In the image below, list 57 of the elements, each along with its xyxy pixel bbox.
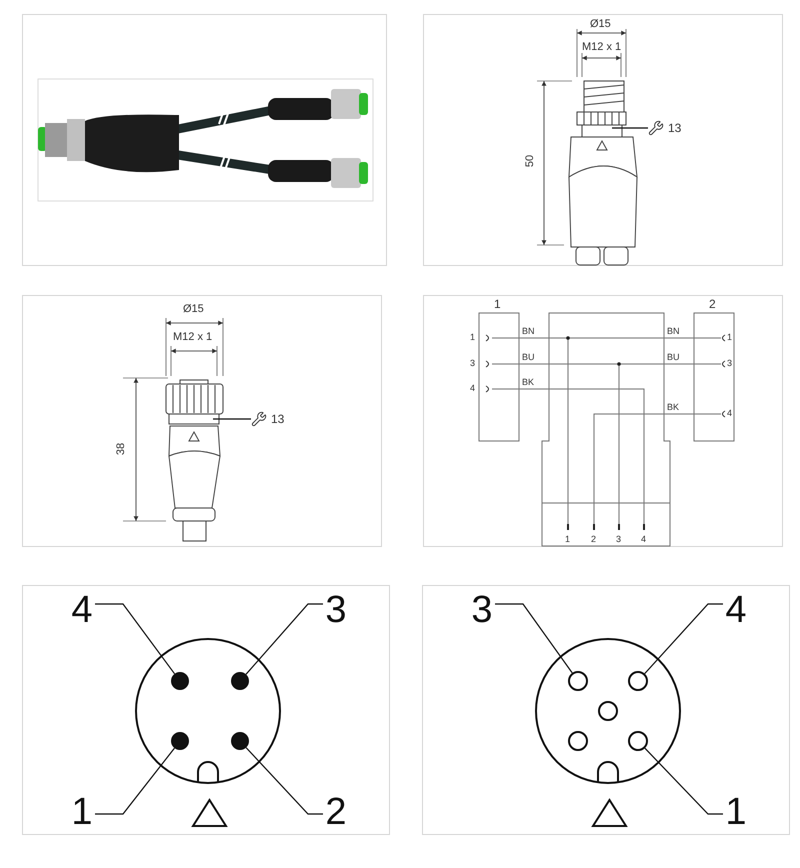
socket-contact xyxy=(628,731,648,751)
wire-label: 3 xyxy=(470,358,476,368)
wire-label: BK xyxy=(667,402,680,412)
leader-line xyxy=(246,747,323,815)
leader-line xyxy=(495,603,573,674)
dimension-label: M12 x 1 xyxy=(173,331,212,343)
wire-label: BN xyxy=(522,326,535,336)
wire-label: 4 xyxy=(470,383,476,393)
leader-line xyxy=(95,748,175,815)
dimension-label: Ø15 xyxy=(590,18,611,30)
connector-number: 1 xyxy=(494,297,501,311)
socket-contact xyxy=(628,671,648,691)
dimension-label: 50 xyxy=(524,154,536,168)
pin-number: 3 xyxy=(323,590,349,630)
dimension-label: M12 x 1 xyxy=(582,41,622,53)
pin-number: 4 xyxy=(69,590,95,630)
wrench-size: 13 xyxy=(668,121,682,135)
wire-label: 2 xyxy=(591,534,596,544)
wire-label: BN xyxy=(667,326,680,336)
drawing-panel xyxy=(22,14,387,266)
socket-contact xyxy=(568,731,588,751)
leader-line xyxy=(644,603,723,674)
wrench-size: 13 xyxy=(271,412,284,426)
leader-line xyxy=(246,603,323,675)
drawing-panel xyxy=(22,295,382,547)
pin-number: 2 xyxy=(323,792,349,832)
drawing-panel xyxy=(422,585,790,835)
connector-number: 2 xyxy=(709,297,716,311)
pin-contact xyxy=(231,672,249,690)
wire-label: 4 xyxy=(727,408,732,418)
leader-line xyxy=(644,748,723,815)
socket-contact xyxy=(568,671,588,691)
wire-label: 3 xyxy=(727,358,732,368)
dimension-label: 38 xyxy=(115,442,128,456)
socket-contact xyxy=(598,701,618,721)
leader-line xyxy=(612,127,648,129)
pin-number: 1 xyxy=(69,792,95,832)
dimension-label: Ø15 xyxy=(183,303,204,315)
wire-label: BU xyxy=(667,352,680,362)
pin-number: 3 xyxy=(469,590,495,630)
pin-contact xyxy=(231,732,249,750)
pin-contact xyxy=(171,732,189,750)
wire-label: 1 xyxy=(470,332,476,342)
wire-label: 3 xyxy=(616,534,622,544)
pin-contact xyxy=(171,672,189,690)
wire-label: BK xyxy=(522,377,534,387)
wire-label: BU xyxy=(522,352,535,362)
pin-number: 4 xyxy=(723,590,749,630)
leader-line xyxy=(95,603,176,674)
drawing-panel xyxy=(423,14,783,266)
wire-label: 1 xyxy=(727,332,732,342)
drawing-panel xyxy=(22,585,390,835)
leader-line xyxy=(213,418,251,420)
wire-label: 1 xyxy=(565,534,570,544)
wire-label: 4 xyxy=(641,534,646,544)
pin-number: 1 xyxy=(723,792,749,832)
drawing-panel xyxy=(423,295,783,547)
